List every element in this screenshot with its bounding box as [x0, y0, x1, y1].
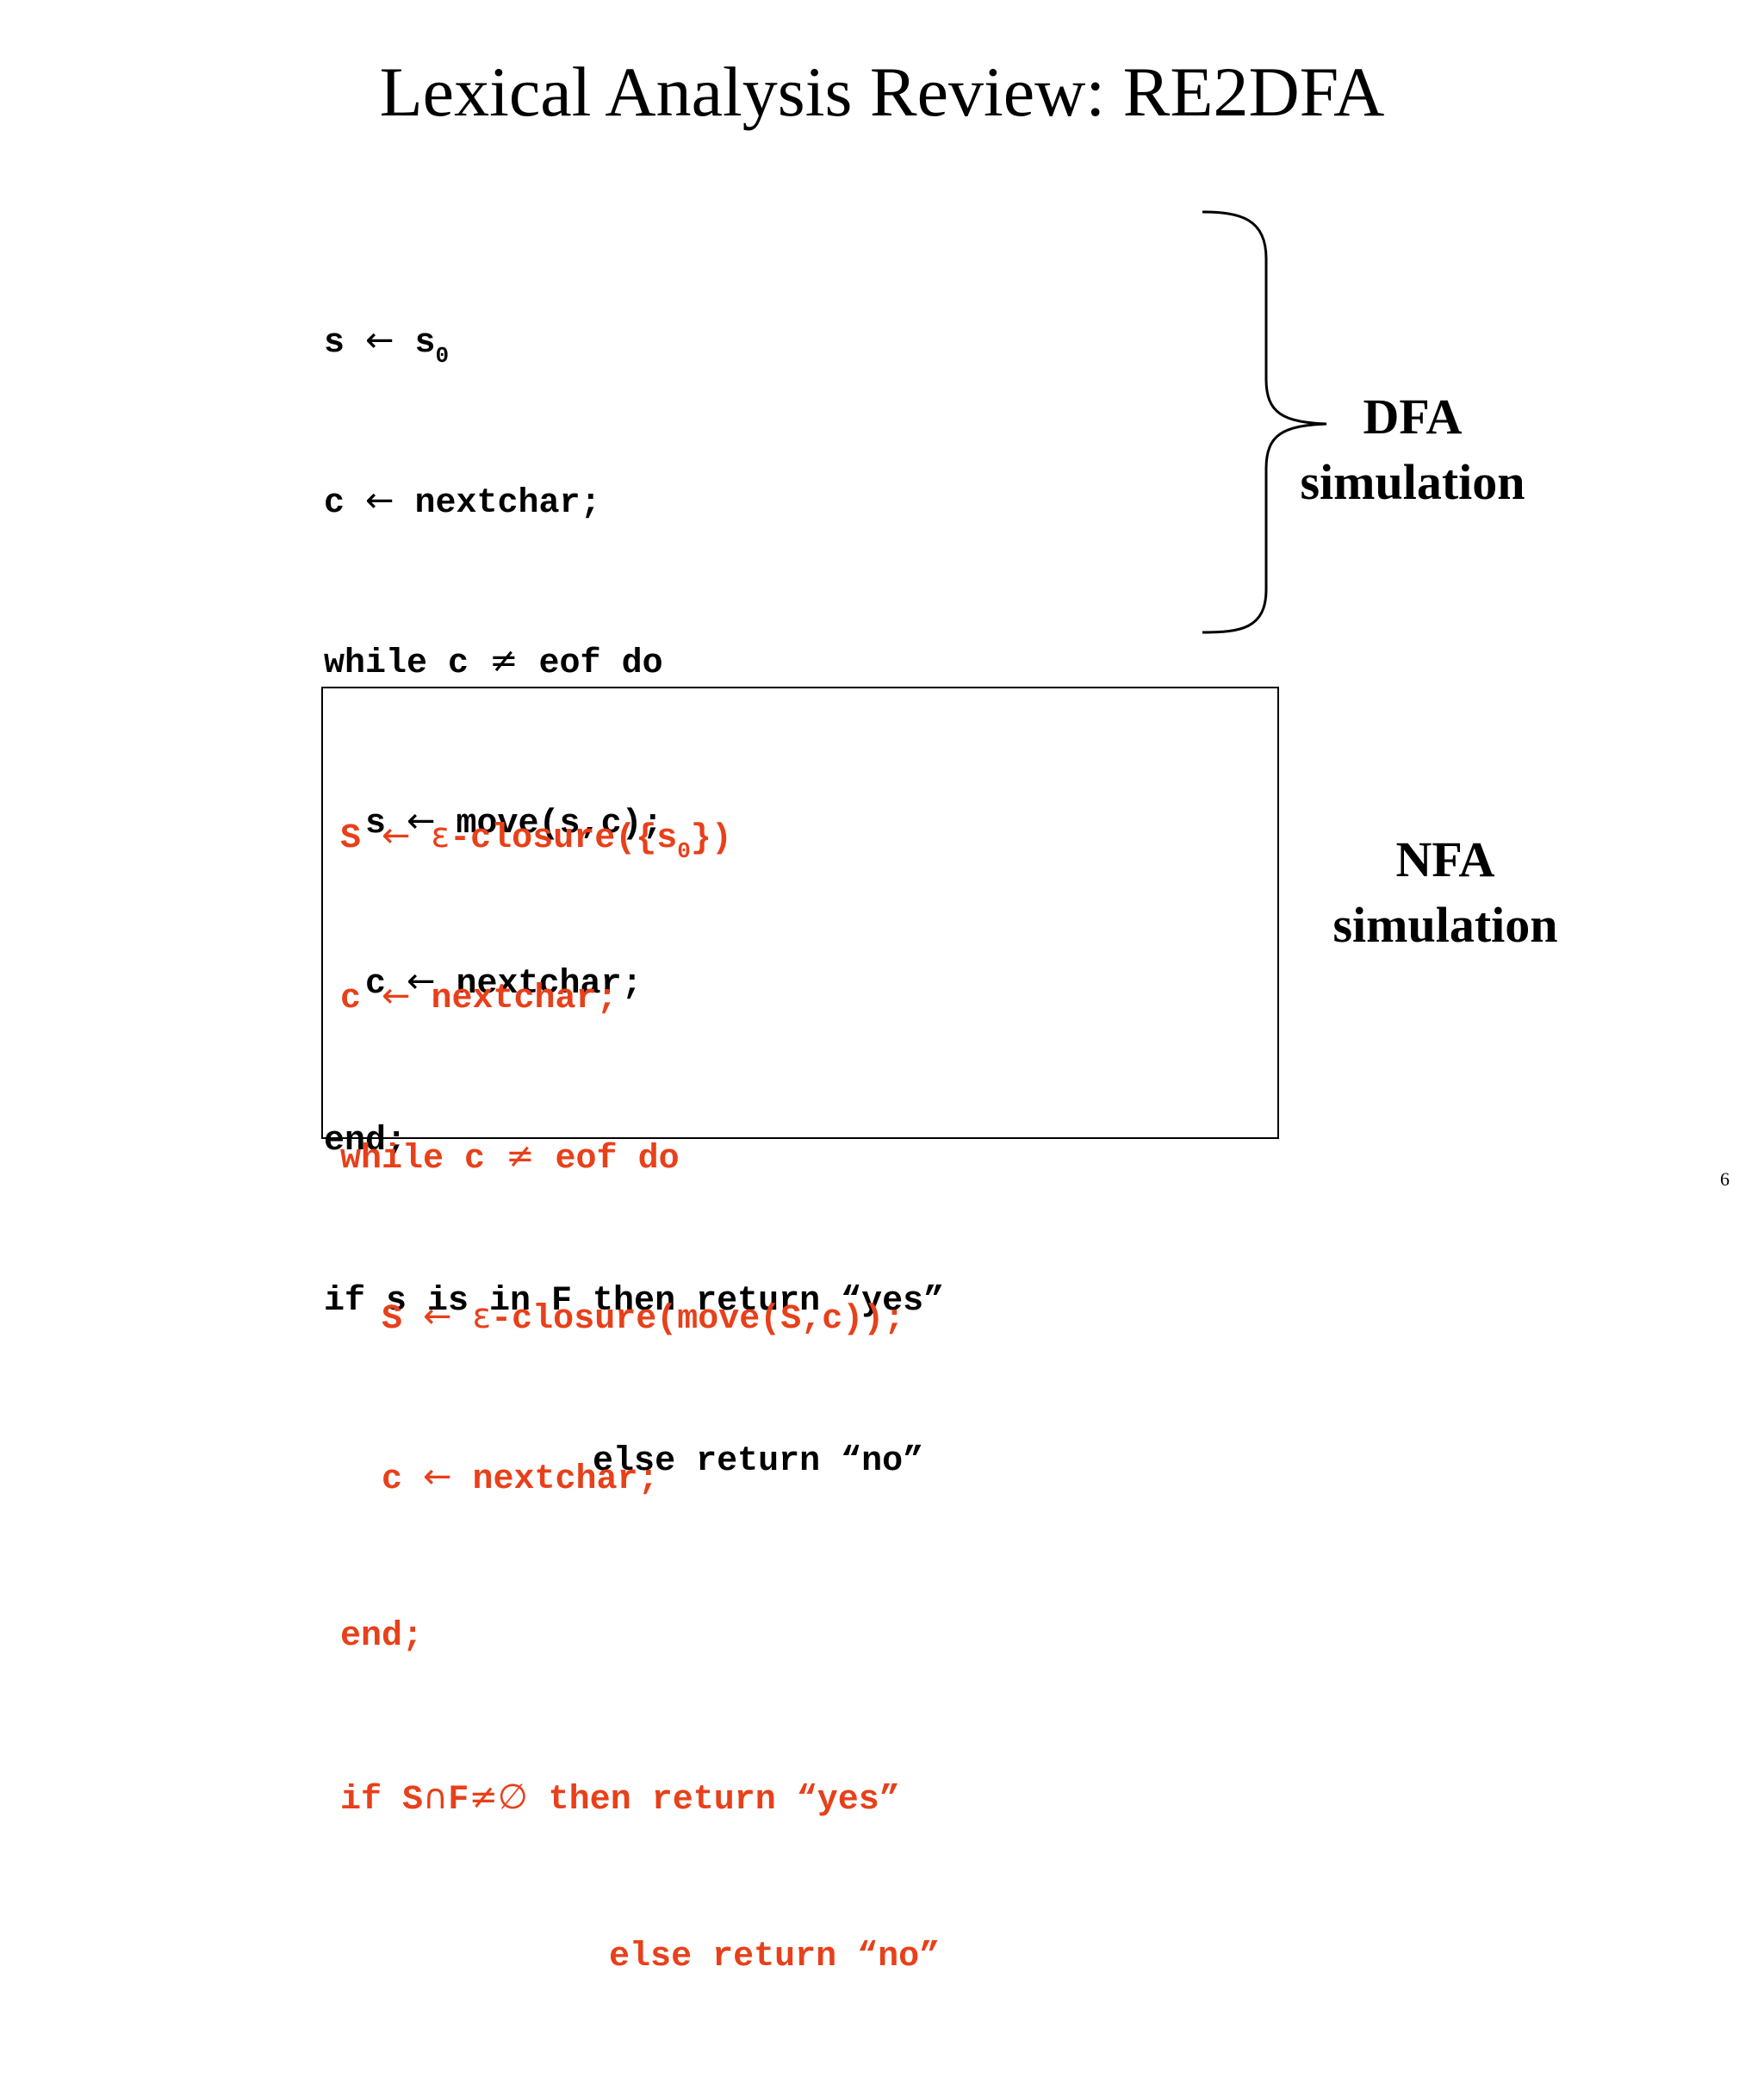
nfa-pseudocode: S ← ε-closure({s0}) c ← nextchar; while … — [340, 702, 940, 2091]
nfa-simulation-label: NFA simulation — [1332, 831, 1558, 953]
slide-title: Lexical Analysis Review: RE2DFA — [379, 53, 1385, 131]
nfa-line-4: S ← ε-closure(move(S,c)); — [340, 1297, 905, 1339]
nfa-line-8: else return “no” — [340, 1938, 941, 1976]
page-number: 6 — [1720, 1168, 1730, 1190]
dfa-line-1: s ← s0 — [324, 320, 450, 369]
nfa-line-7: if S∩F≠∅ then return “yes” — [340, 1777, 900, 1820]
dfa-simulation-label: DFA simulation — [1300, 389, 1525, 510]
nfa-line-5: c ← nextchar; — [340, 1457, 659, 1499]
nfa-line-3: while c ≠ eof do — [340, 1136, 680, 1179]
dfa-line-5: c ← nextchar; — [324, 961, 643, 1004]
dfa-line-6: end; — [324, 1122, 407, 1161]
dfa-line-4: s ← move(s,c); — [324, 801, 663, 843]
nfa-code-box: S ← ε-closure({s0}) c ← nextchar; while … — [321, 687, 1279, 1976]
dfa-line-3: while c ≠ eof do — [324, 641, 663, 683]
right-brace-icon — [1202, 210, 1327, 634]
nfa-line-6: end; — [340, 1617, 424, 1656]
dfa-line-2: c ← nextchar; — [324, 481, 601, 523]
nfa-line-2: c ← nextchar; — [340, 976, 618, 1018]
nfa-line-1: S ← ε-closure({s0}) — [340, 816, 732, 864]
